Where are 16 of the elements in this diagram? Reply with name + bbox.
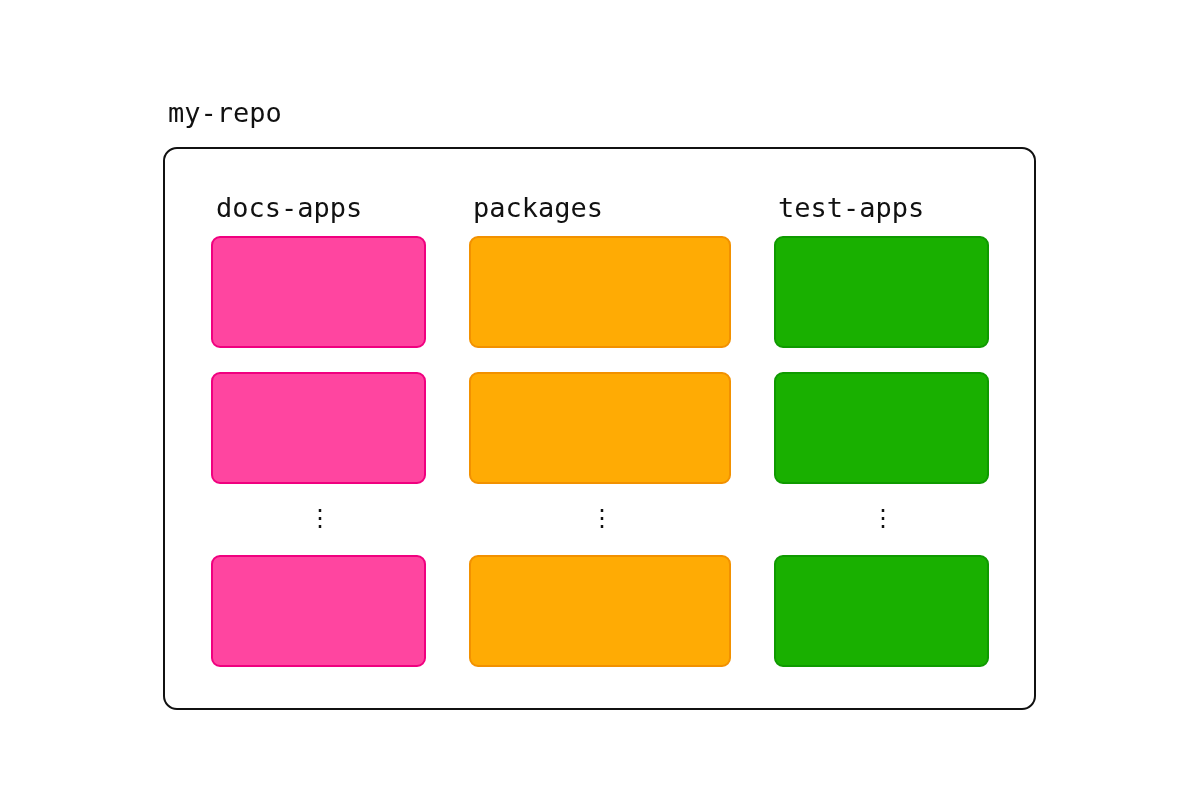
column-heading: test-apps	[778, 194, 925, 221]
ellipsis: ⋮	[871, 506, 895, 530]
package-box	[469, 372, 731, 484]
ellipsis: ⋮	[308, 506, 332, 530]
package-box	[211, 372, 426, 484]
column-heading: packages	[473, 194, 604, 221]
ellipsis: ⋮	[590, 506, 614, 530]
package-box	[774, 236, 989, 348]
package-box	[469, 236, 731, 348]
package-box	[211, 236, 426, 348]
package-box	[774, 372, 989, 484]
column-heading: docs-apps	[216, 194, 363, 221]
package-box	[469, 555, 731, 667]
package-box	[774, 555, 989, 667]
container-title: my-repo	[168, 99, 282, 126]
package-box	[211, 555, 426, 667]
